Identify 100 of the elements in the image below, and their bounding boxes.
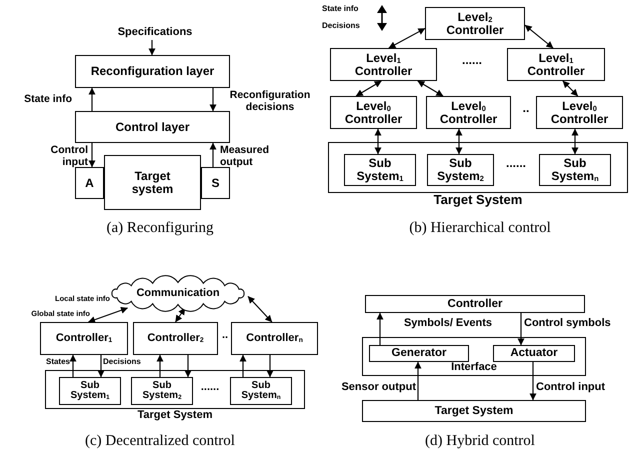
node-label: Reconfiguration layer [90,65,214,78]
annotation-text: .. [522,102,530,116]
edge-label: State info [23,94,72,106]
process-box [40,322,128,355]
arrow [88,88,96,111]
node-label: Controller$_{n}$ [246,332,303,344]
arrow [414,362,422,400]
arrow [248,296,272,322]
process-box [131,377,193,405]
node-label: Target System [434,404,514,418]
annotation-text: ...... [460,54,483,68]
node-label: Specifications [118,27,192,39]
node-label: Controller [448,298,502,310]
node-label: Generator [392,347,446,360]
arrow [356,80,382,96]
process-box [133,322,218,355]
process-box [330,96,417,129]
edge-label: Control input [50,145,88,168]
process-box [365,295,585,313]
annotation-text: State info [322,4,360,14]
process-box [425,7,525,40]
subfigure-caption: (a) Reconfiguring [105,220,215,238]
node-label: Sub System$_{n}$ [240,380,282,402]
arrow [98,355,104,378]
node-label: Sub System$_{n}$ [550,157,600,183]
arrow [88,306,128,324]
process-box [75,111,230,143]
node-label: Level$_{0}$ Controller [438,100,498,126]
arrow [530,362,536,400]
process-box [231,322,318,355]
subfigure-caption: (b) Hierarchical control [408,220,552,238]
process-box [344,154,416,186]
arrow [388,28,426,48]
container-label: Interface [450,362,498,373]
node-label: Level$_{1}$ Controller [526,52,586,78]
node-label: Level$_{0}$ Controller [344,100,404,126]
arrow [240,354,246,377]
subfigure-caption: (c) Decentralized control [84,433,236,450]
annotation-text: ...... [504,157,527,171]
edge-label: Decisions [103,358,142,367]
annotation-text: Decisions [322,21,361,30]
arrow [210,88,216,112]
arrow [572,128,578,154]
edge-label: Control symbols [524,317,612,330]
container-label: Target System [136,408,214,422]
edge-label: Reconfiguration decisions [228,90,312,114]
node-label: A [85,176,94,190]
process-box [75,55,230,88]
process-box [330,48,437,81]
process-box [507,48,605,81]
edge-label: Symbols/ Events [402,317,494,330]
process-box [75,167,104,199]
node-label: Target system [130,170,174,196]
arrow [456,128,462,154]
process-box [536,96,623,129]
process-box [104,155,201,210]
node-label: Sub System$_{2}$ [141,380,183,402]
container-label: Target System [432,192,524,208]
node-label: Sub System$_{1}$ [356,157,404,183]
interface-box [362,337,586,376]
node-label: Control layer [115,120,190,134]
process-box [59,377,121,405]
arrow [88,143,96,168]
process-box [230,377,292,405]
edge-label: Measured output [220,145,270,168]
node-label: Sub System$_{1}$ [69,380,111,402]
edge-label: Control input [536,381,606,394]
arrow [175,308,186,322]
edge-label: Sensor output [340,381,416,394]
node-label: Controller$_{1}$ [56,332,112,344]
node-label: Level$_{1}$ Controller [354,52,414,78]
arrow [148,40,156,56]
node-label: Actuator [510,347,558,360]
node-label: Controller$_{2}$ [147,332,204,344]
arrow [374,128,382,154]
arrow [524,24,554,48]
arrow [70,354,76,377]
node-label: Sub System$_{2}$ [436,157,485,183]
annotation-text: .. [220,329,230,342]
node-label: S [211,176,220,190]
arrow [210,142,216,167]
arrow [156,354,164,377]
process-box [362,400,586,422]
node-label: Level$_{0}$ Controller [550,100,610,126]
arrow [518,313,524,346]
arrow [417,80,444,96]
process-box [426,96,511,129]
arrow [266,355,274,378]
process-box [369,345,469,362]
process-box [427,154,494,186]
subfigure-caption: (d) Hybrid control [424,433,536,450]
annotation-text: ...... [200,381,220,394]
process-box [539,154,611,186]
process-box [201,167,230,199]
node-label: Level$_{2}$ Controller [445,10,505,36]
arrow [184,355,192,378]
arrow [376,312,384,345]
process-box [493,345,575,362]
edge-label: States [44,358,70,367]
arrow [562,80,578,96]
